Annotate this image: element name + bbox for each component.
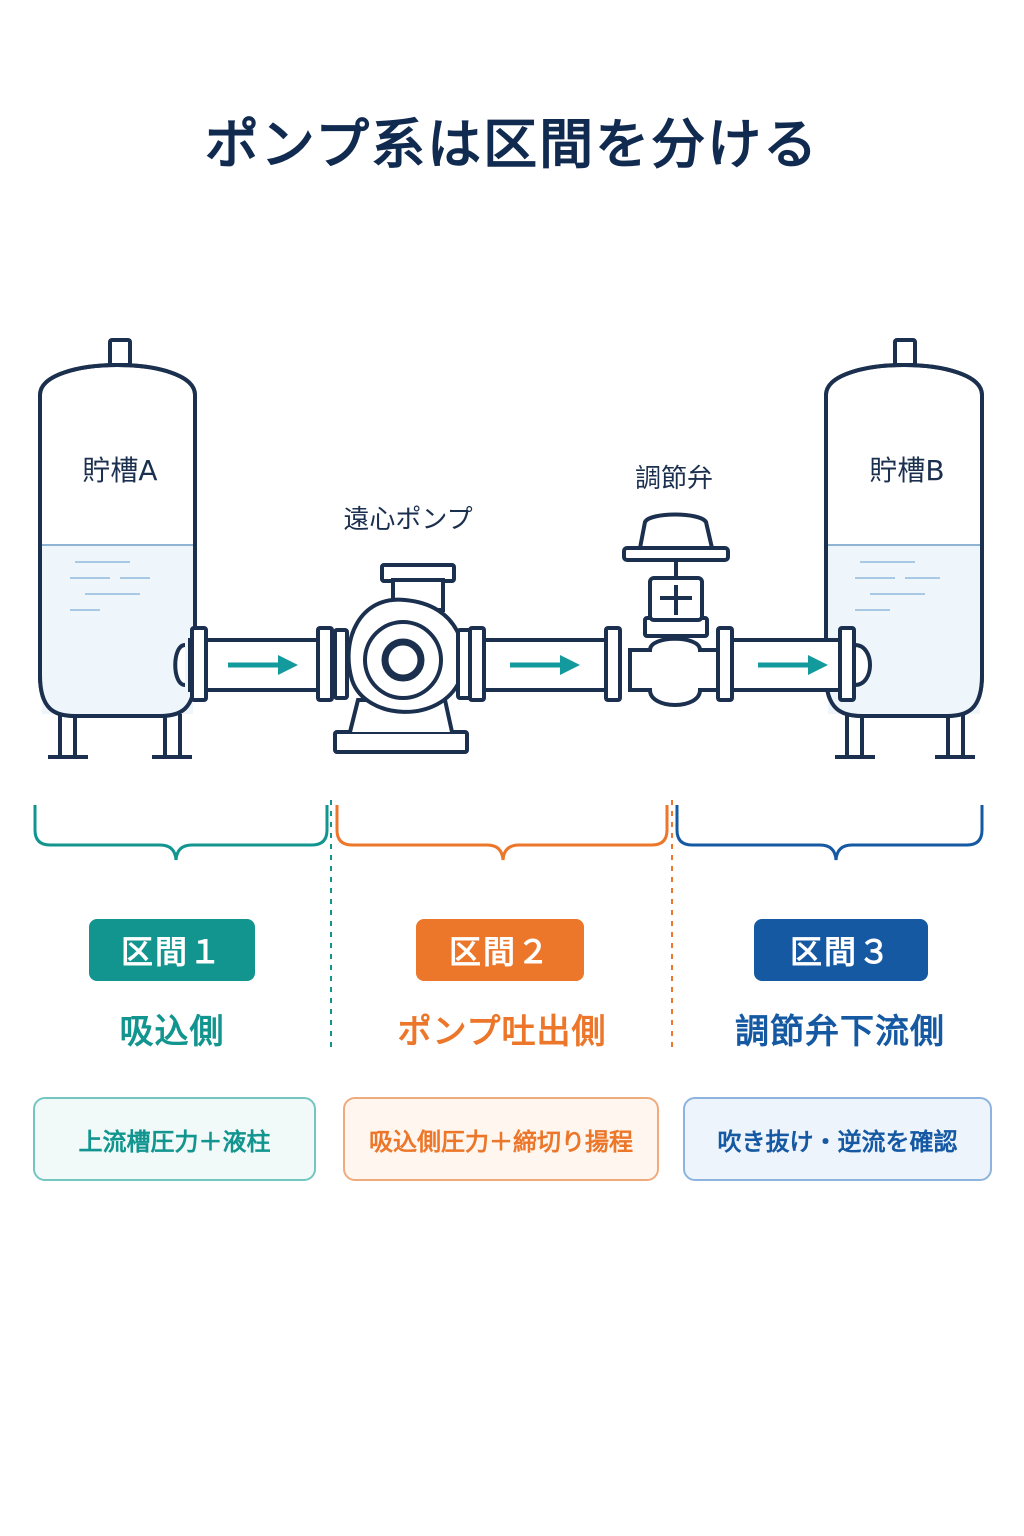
pump-system-diagram: 貯槽A 貯槽B 遠心ポンプ 調節弁 [33,338,984,1050]
centrifugal-pump [333,563,472,754]
zone-1-badge: 区間１ [89,919,255,981]
zone-1-note: 上流槽圧力＋液柱 [33,1097,316,1181]
zone-3-title: 調節弁下流側 [735,1012,945,1052]
page-title: ポンプ系は区間を分ける [204,113,820,176]
valve-label: 調節弁 [635,464,713,494]
pipe-line [173,626,872,702]
zone-1-brace [33,805,329,861]
tank-a [38,338,197,759]
zone-2-note: 吸込側圧力＋締切り揚程 [343,1097,659,1181]
zone-2-title: ポンプ吐出側 [397,1012,607,1052]
control-valve [622,512,730,707]
zone-3-note: 吹き抜け・逆流を確認 [683,1097,992,1181]
tank-a-label: 貯槽A [82,454,157,487]
zone-3-brace [675,805,984,861]
zone-2-brace [335,805,669,861]
pump-label: 遠心ポンプ [343,505,472,535]
zone-3-badge: 区間３ [754,919,928,981]
zone-2-badge: 区間２ [416,919,584,981]
tank-b-label: 貯槽B [869,454,944,487]
zone-1-title: 吸込側 [119,1012,225,1052]
